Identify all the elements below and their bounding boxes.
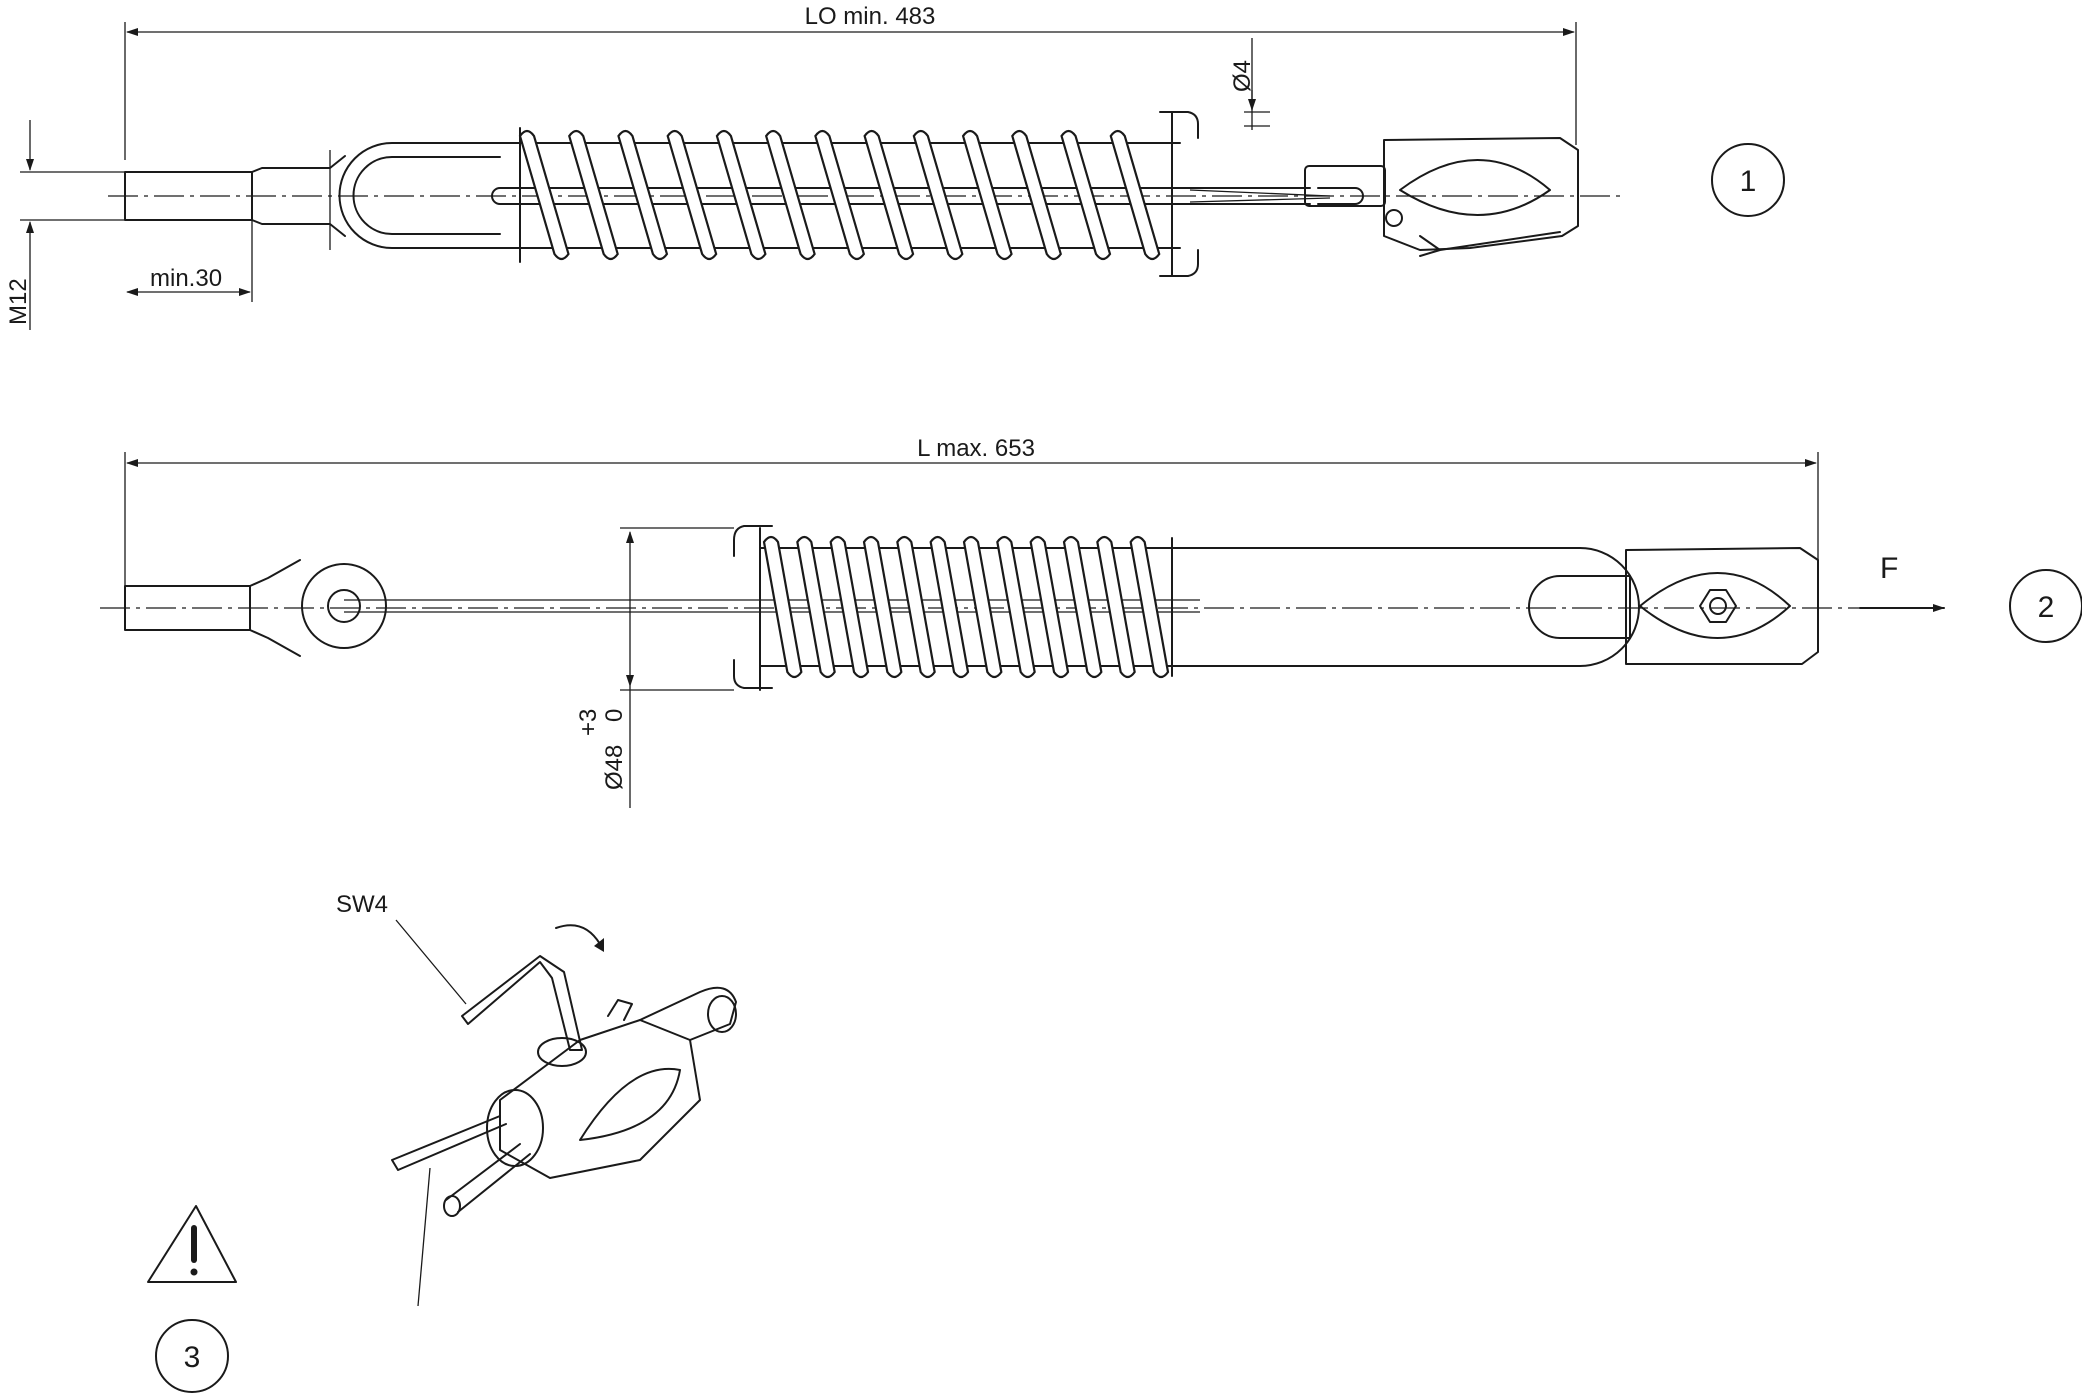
tolerance-lower-label: 0 — [601, 709, 628, 722]
force-label: F — [1880, 552, 1898, 585]
spring-coil — [912, 129, 964, 261]
spring-end-plates-2 — [759, 527, 1173, 691]
l-dimension-label: L max. 653 — [917, 435, 1035, 462]
wire-iso-2 — [445, 1143, 531, 1213]
wrench-size-label: SW4 — [336, 891, 388, 918]
spring-coil — [1096, 535, 1136, 679]
spring-coil — [961, 129, 1013, 261]
callout-3-number: 3 — [184, 1341, 201, 1374]
tolerance-upper-label: +3 — [575, 709, 602, 736]
callout-1-circle — [1711, 143, 1785, 217]
spring-coil — [962, 535, 1003, 679]
hex-key-icon — [461, 955, 583, 1051]
spring-coil — [666, 129, 718, 261]
thread-length-label: min.30 — [150, 265, 222, 292]
callout-2-number: 2 — [2038, 591, 2055, 624]
clamp-iso-shank-end — [707, 995, 737, 1033]
clamp-cone — [1399, 159, 1551, 216]
end-bracket-2 — [733, 525, 773, 689]
view-1-assembly: LO min. 483 Ø4 — [5, 3, 1785, 330]
rod-loop-inner — [352, 156, 501, 235]
spring-coil — [1129, 535, 1170, 679]
spring-coil — [568, 129, 619, 261]
spring-coil — [715, 129, 767, 261]
wire-iso-2-end — [443, 1195, 461, 1217]
clamp-iso-cone — [579, 1067, 681, 1141]
rod-neck — [1528, 575, 1631, 639]
spring-coil — [896, 535, 936, 679]
clamp-body — [1383, 137, 1579, 251]
clamp-iso-socket — [537, 1037, 587, 1067]
warning-exclamation-dot — [190, 1268, 198, 1276]
rod-loop-2 — [1179, 547, 1640, 667]
clamp-screw-icon — [1385, 209, 1403, 227]
wire-leader — [417, 1167, 431, 1307]
spring-end-plates — [519, 111, 1173, 277]
eye-inner — [327, 589, 361, 623]
clamp-shank — [1304, 165, 1386, 207]
spring-coil — [996, 535, 1036, 679]
spring-coil — [929, 535, 970, 679]
rotation-arrow-icon — [555, 924, 601, 945]
spring-coil — [814, 129, 866, 261]
spring-coils-2 — [762, 535, 1170, 679]
thread-size-label: M12 — [5, 278, 32, 325]
callout-2-circle — [2009, 569, 2082, 643]
spring-coil — [1062, 535, 1103, 679]
clamp-cone-2 — [1639, 572, 1791, 639]
threaded-stud-2 — [124, 559, 301, 657]
view-3-detail: SW4 3 — [147, 891, 737, 1393]
wire-iso-1 — [391, 1115, 507, 1171]
hex-screw-hole — [1709, 597, 1727, 615]
spring-coil — [764, 129, 816, 261]
threaded-stud — [124, 155, 346, 237]
clamp-iso-body — [499, 1019, 701, 1179]
clamp-slot — [1317, 187, 1364, 205]
spring-coil — [617, 129, 669, 261]
spring-coil — [829, 535, 870, 679]
spring-coil — [796, 535, 836, 679]
lo-dimension-label: LO min. 483 — [805, 3, 936, 30]
wire-diameter-label: Ø4 — [1229, 60, 1256, 92]
spring-coil — [518, 129, 570, 261]
spring-coils-1 — [518, 129, 1161, 261]
spring-coil — [1109, 129, 1161, 261]
wire — [1189, 189, 1331, 203]
spring-coil — [1011, 129, 1062, 261]
rotation-arrow-head — [594, 938, 604, 952]
wrench-leader — [395, 919, 467, 1005]
spring-coil — [1029, 535, 1070, 679]
wire-2 — [344, 599, 1200, 613]
clamp-body-2 — [1625, 547, 1819, 665]
spring-coil — [1060, 129, 1112, 261]
hex-screw-icon — [1699, 589, 1737, 623]
clamp-jaw — [1419, 231, 1561, 257]
clamp-iso-tab — [607, 999, 633, 1021]
eye-outer — [301, 563, 387, 649]
spring-coil — [862, 535, 903, 679]
spring-coil — [762, 535, 803, 679]
end-bracket — [1159, 111, 1199, 277]
warning-triangle-icon — [147, 1205, 237, 1283]
callout-3-circle — [155, 1319, 229, 1393]
view-2-assembly: L max. 653 F Ø48 +3 0 — [100, 435, 2082, 808]
spring-diameter-label: Ø48 — [601, 745, 628, 790]
clamp-iso-shank — [639, 986, 737, 1041]
callout-1-number: 1 — [1740, 165, 1757, 198]
spring-coil — [863, 129, 915, 261]
